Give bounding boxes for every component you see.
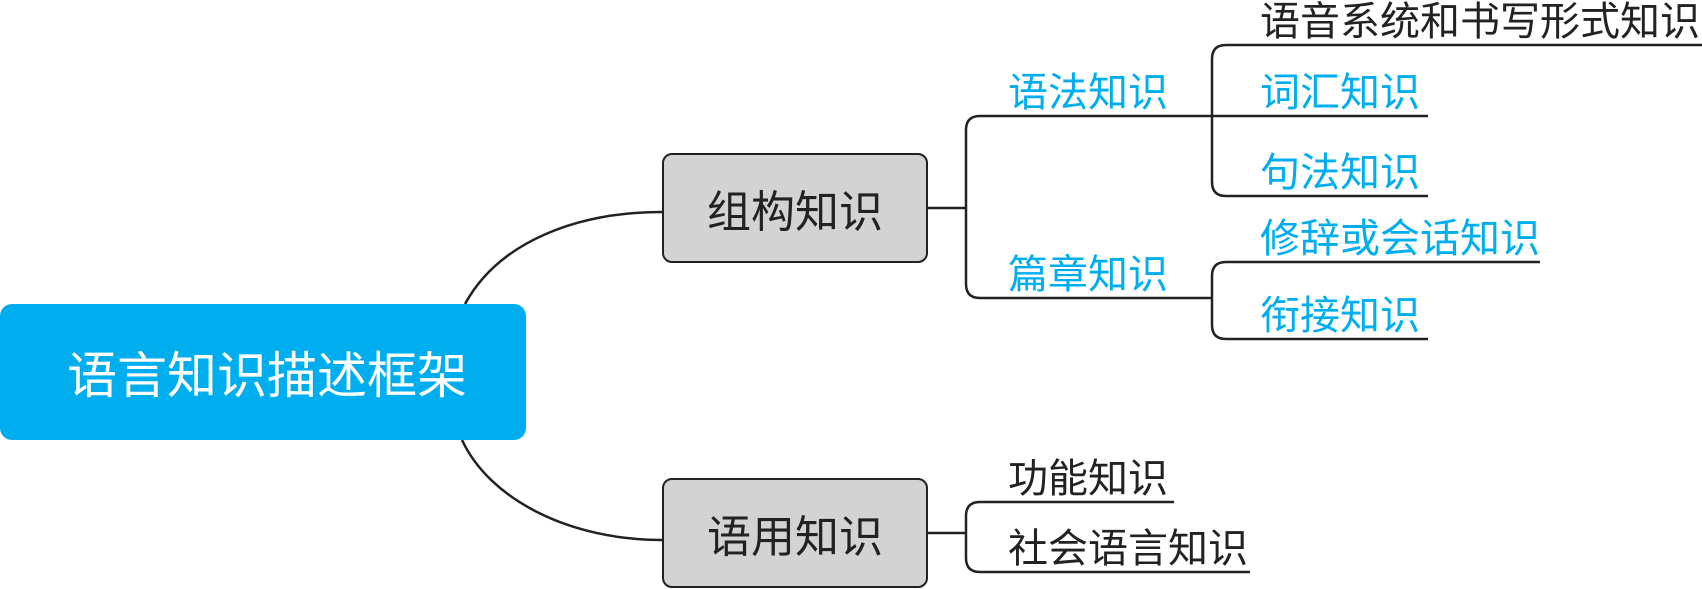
leaf-xianjie: 衔接知识 xyxy=(1260,293,1420,339)
branch-label-zugou: 组构知识 xyxy=(707,187,883,238)
connector-root-to-yuyong xyxy=(460,439,663,542)
branch-node-zugou: 组构知识 xyxy=(662,153,928,263)
topic-yufa: 语法知识 xyxy=(1008,70,1168,116)
connector-yufa-bracket xyxy=(1210,43,1227,198)
topic-gongneng: 功能知识 xyxy=(1008,456,1168,502)
leaf-jufa: 句法知识 xyxy=(1260,150,1420,196)
connector-root-to-zugou xyxy=(463,210,663,305)
root-node: 语言知识描述框架 xyxy=(0,304,526,440)
root-label: 语言知识描述框架 xyxy=(67,347,467,405)
topic-shehui: 社会语言知识 xyxy=(1008,526,1248,572)
leaf-cihui: 词汇知识 xyxy=(1260,70,1420,116)
leaf-yuyin: 语音系统和书写形式知识 xyxy=(1260,0,1700,45)
leaf-xiuci: 修辞或会话知识 xyxy=(1260,216,1540,262)
connector-zugou-bracket xyxy=(964,114,981,300)
connector-yuyong-bracket xyxy=(964,500,981,574)
branch-node-yuyong: 语用知识 xyxy=(662,478,928,588)
topic-pianzhang: 篇章知识 xyxy=(1008,252,1168,298)
branch-label-yuyong: 语用知识 xyxy=(707,512,883,563)
connector-pianzhang-bracket xyxy=(1210,260,1227,341)
